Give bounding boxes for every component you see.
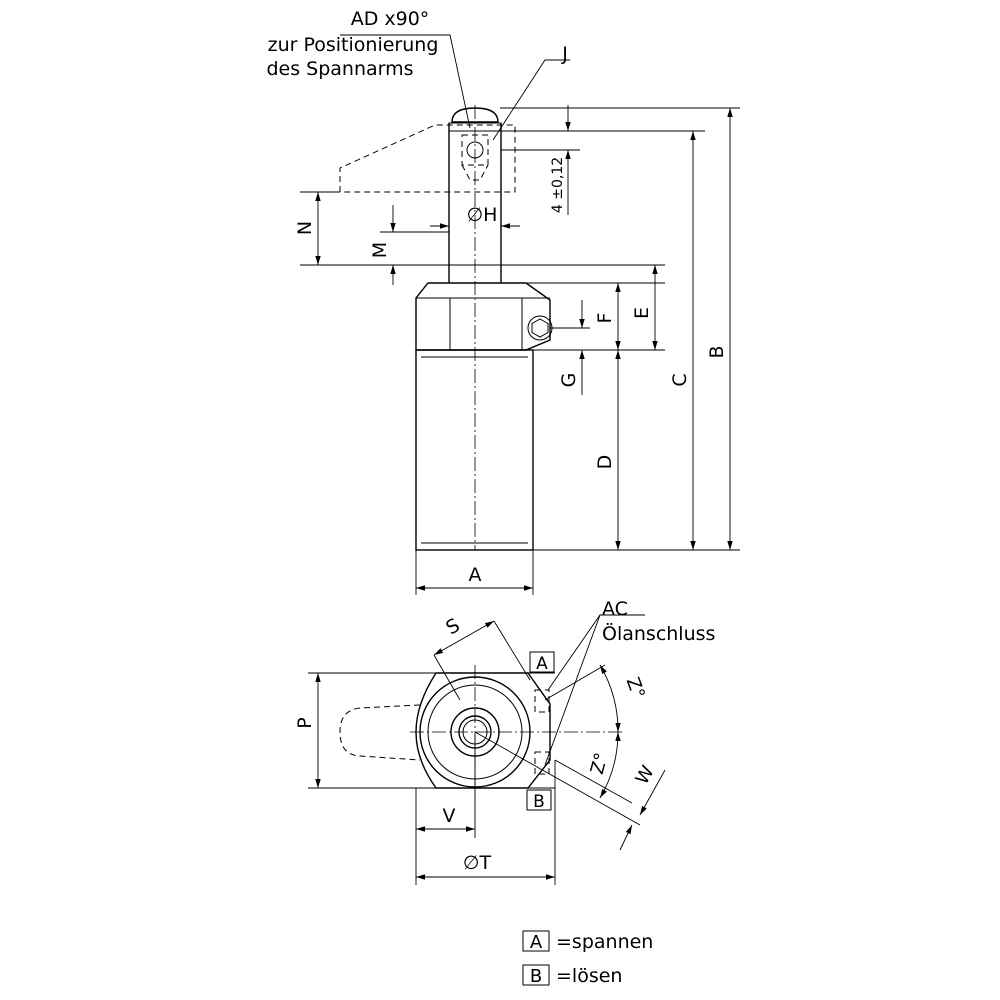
dim-label-v: V <box>443 805 456 827</box>
dim-label-h: ∅H <box>467 204 498 226</box>
port-side-hex <box>531 318 549 338</box>
dim-line-w-lower <box>619 824 633 851</box>
cylinder-body <box>415 349 534 551</box>
dim-arc-z-upper <box>599 664 621 733</box>
dim-label-tolerance: 4 ±0,12 <box>550 157 566 213</box>
pin-circle <box>466 141 484 159</box>
dim-label-c: C <box>669 373 691 386</box>
legend-b-key: B <box>530 966 542 987</box>
leader-ac-b <box>544 614 601 766</box>
rod-outer-circle <box>450 707 500 757</box>
dim-label-f: F <box>594 313 616 324</box>
callout-ad-line2: zur Positionierung <box>268 34 439 56</box>
legend-a-key: A <box>530 932 543 953</box>
legend-a-text: =spannen <box>556 931 653 953</box>
dim-arc-z-lower <box>599 731 621 799</box>
dim-label-b: B <box>706 345 728 358</box>
top-flange-circle <box>419 676 531 788</box>
pin-hole <box>461 134 489 166</box>
dim-label-m: M <box>369 242 391 258</box>
callout-ad-line1: AD x90° <box>351 8 430 30</box>
port-a-label: A <box>536 654 548 674</box>
port-b-box <box>526 789 552 811</box>
clamp-arm-top-outline <box>339 704 421 761</box>
callout-j: J <box>561 43 568 65</box>
callout-ad-line3: des Spannarms <box>266 58 413 80</box>
leader-j <box>492 59 570 141</box>
dim-label-s: S <box>442 614 463 639</box>
dim-line-s <box>433 620 495 656</box>
rod-bore-circle <box>462 719 488 745</box>
cap-dome <box>451 107 499 123</box>
dim-label-w: W <box>632 762 659 788</box>
port-b-label: B <box>533 792 545 812</box>
dim-label-e: E <box>631 307 653 319</box>
top-inner-circle <box>427 684 523 780</box>
port-a-dashed <box>534 689 550 713</box>
pin-tip <box>461 164 489 181</box>
dim-line-w-upper <box>639 769 666 816</box>
legend: A =spannen B =lösen <box>522 930 653 987</box>
leader-ad <box>340 34 471 129</box>
port-b-dashed <box>534 751 550 775</box>
dim-label-z-lower: Z° <box>587 751 613 777</box>
legend-b-text: =lösen <box>556 965 622 987</box>
hex-body <box>415 282 551 351</box>
legend-b-box <box>522 964 550 986</box>
callout-ac-line1: AC <box>602 598 628 620</box>
top-body <box>415 672 551 789</box>
side-view: AD x90° zur Positionierung des Spannarms… <box>266 8 740 595</box>
callout-ac-line2: Ölanschluss <box>602 622 715 645</box>
dim-label-p: P <box>294 717 316 728</box>
dim-label-n: N <box>294 221 316 235</box>
ext-s-right <box>493 620 531 681</box>
dim-label-a: A <box>469 564 482 586</box>
dim-label-t: ∅T <box>463 852 492 874</box>
rod-inner-circle <box>458 715 492 749</box>
port-a-box <box>529 651 555 673</box>
dim-label-g: G <box>558 373 580 388</box>
diag-center-line <box>474 731 641 826</box>
clamp-arm-outline <box>320 124 516 193</box>
dim-label-d: D <box>594 455 616 470</box>
ext-s-left <box>433 654 461 701</box>
top-view: A B AC Ölanschluss S P V ∅T Z° Z° W <box>294 598 715 885</box>
dim-label-z-upper: Z° <box>622 674 649 701</box>
legend-a-box <box>522 930 550 952</box>
